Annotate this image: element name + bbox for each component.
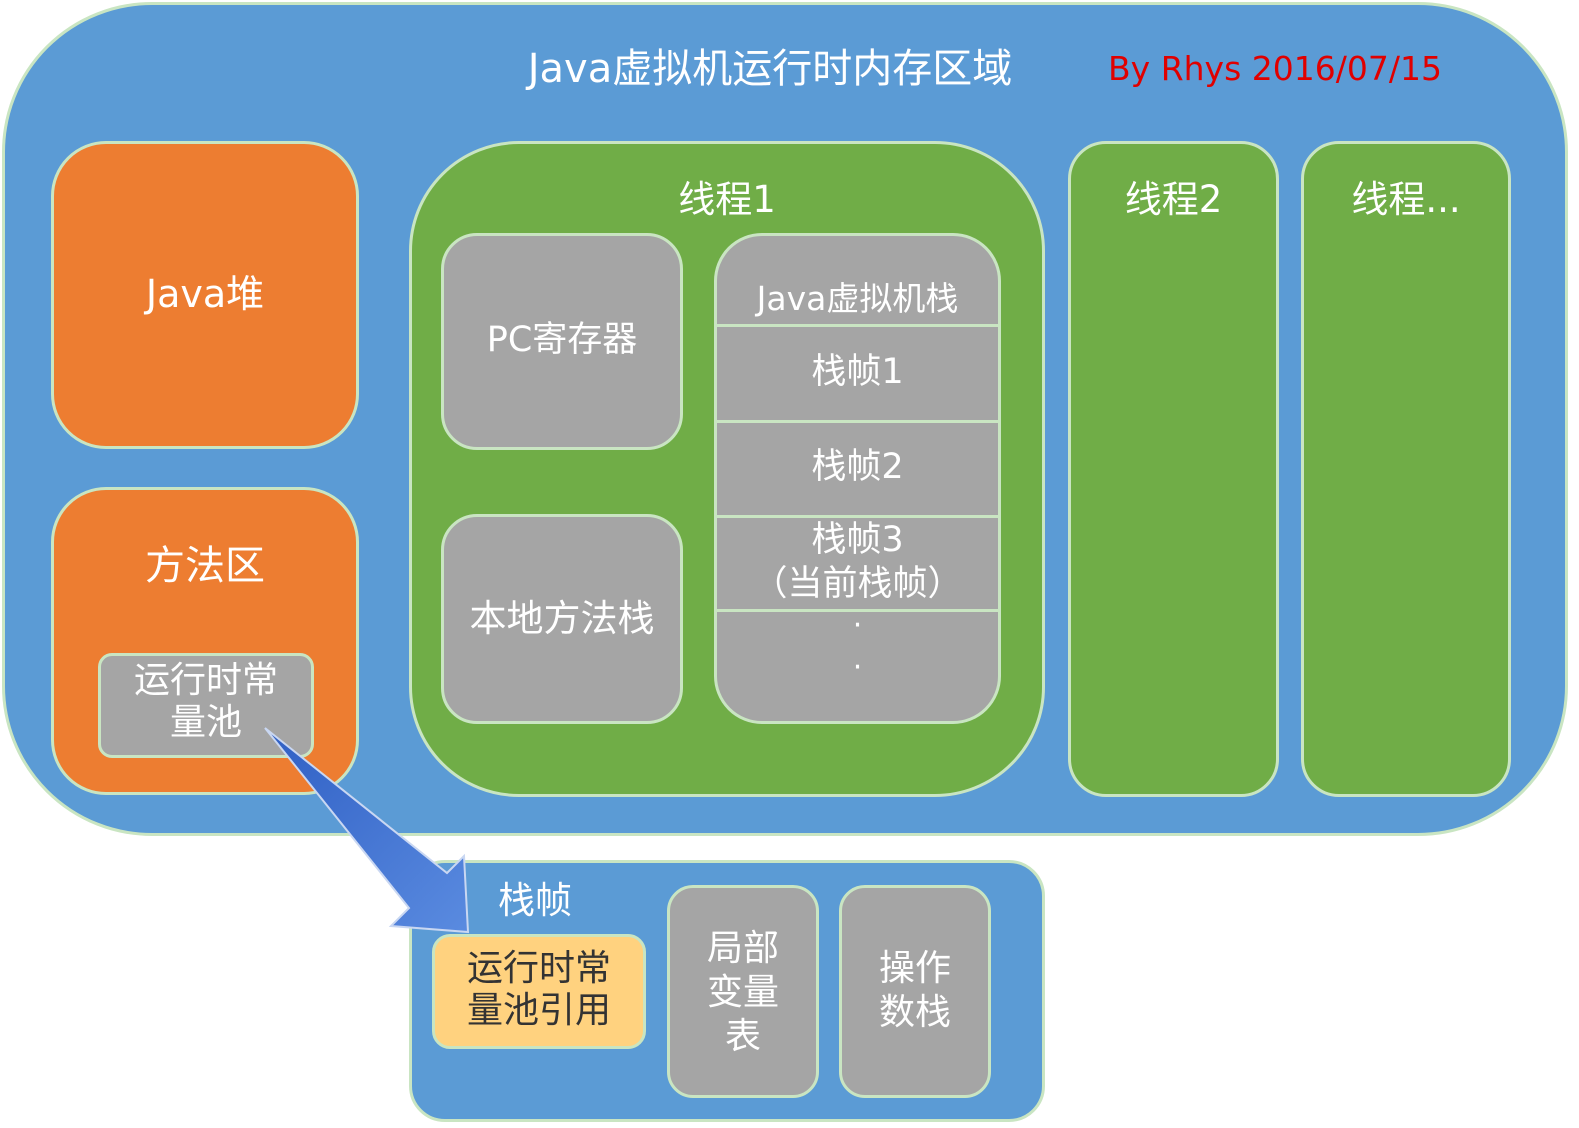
thread-more-label: 线程... bbox=[1351, 178, 1461, 221]
vm-stack-divider bbox=[717, 515, 998, 518]
pc-register-label: PC寄存器 bbox=[486, 320, 638, 360]
local-variable-table-box bbox=[667, 885, 819, 1098]
stack-more-ellipsis: · · bbox=[852, 608, 863, 685]
vm-stack-divider bbox=[717, 420, 998, 423]
vm-stack-divider bbox=[717, 609, 998, 612]
java-heap-box bbox=[51, 141, 359, 449]
constant-pool-reference-box bbox=[432, 934, 646, 1049]
stack-frame-3-current: 栈帧3 （当前栈帧） bbox=[752, 520, 963, 604]
author-credit: By Rhys 2016/07/15 bbox=[1108, 49, 1442, 88]
thread2-box bbox=[1068, 141, 1279, 797]
vm-stack-divider bbox=[717, 324, 998, 327]
runtime-constant-pool-label: 运行时常 量池 bbox=[133, 660, 278, 744]
java-heap-label: Java堆 bbox=[145, 272, 265, 316]
local-variable-table-label: 局部 变量 表 bbox=[706, 928, 779, 1057]
stack-frame-2: 栈帧2 bbox=[811, 447, 904, 487]
method-area-label: 方法区 bbox=[145, 543, 265, 589]
native-method-stack-box bbox=[441, 514, 683, 724]
native-method-stack-label: 本地方法栈 bbox=[469, 597, 655, 640]
operand-stack-box bbox=[839, 885, 991, 1098]
diagram-title: Java虚拟机运行时内存区域 bbox=[527, 46, 1013, 92]
thread1-label: 线程1 bbox=[678, 178, 776, 221]
constant-pool-reference-label: 运行时常 量池引用 bbox=[466, 948, 611, 1032]
stack-frame-detail-label: 栈帧 bbox=[498, 879, 572, 922]
java-vm-stack-box bbox=[714, 233, 1001, 724]
operand-stack-label: 操作 数栈 bbox=[878, 948, 951, 1033]
stack-frame-1: 栈帧1 bbox=[811, 352, 904, 392]
java-vm-stack-label: Java虚拟机栈 bbox=[756, 279, 959, 318]
thread-more-box bbox=[1301, 141, 1511, 797]
thread2-label: 线程2 bbox=[1124, 178, 1223, 221]
pc-register-box bbox=[441, 233, 683, 450]
